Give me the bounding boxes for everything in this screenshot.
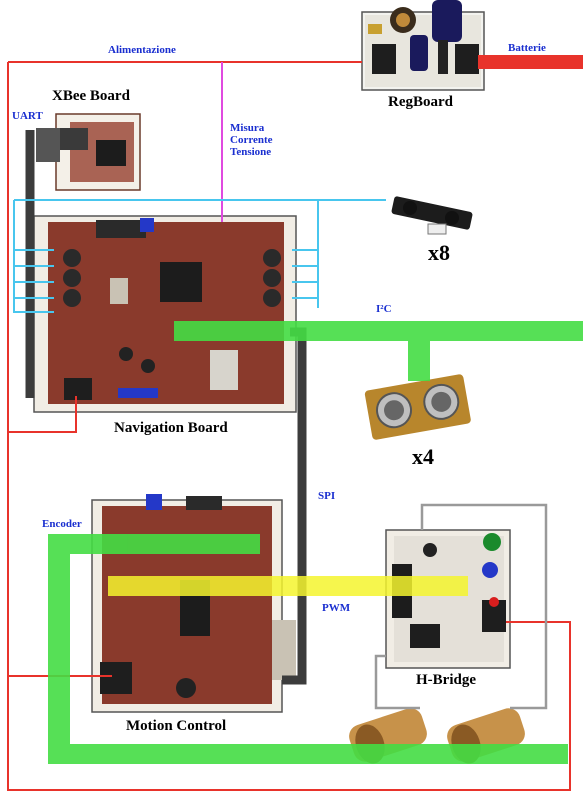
motor-wires — [374, 503, 548, 710]
ir-bus-wires — [13, 199, 386, 313]
ir-count-label: x8 — [428, 240, 450, 265]
xbee-board-label: XBee Board — [52, 88, 130, 104]
misura-label-3: Tensione — [230, 146, 272, 158]
pwm-label: PWM — [322, 602, 351, 614]
motion-control-image — [91, 494, 296, 713]
i2c-bus — [174, 321, 583, 381]
navigation-board-label: Navigation Board — [114, 420, 228, 436]
h-bridge-image — [385, 529, 511, 669]
ir-sensor-image — [391, 196, 473, 235]
uart-label: UART — [12, 110, 43, 122]
batterie-label: Batterie — [508, 42, 546, 54]
xbee-board-image — [36, 113, 141, 191]
power-wires — [7, 61, 571, 791]
navigation-board-image — [33, 215, 297, 413]
spi-label: SPI — [318, 490, 336, 502]
ultrasonic-sensor-image — [364, 374, 471, 440]
motion-control-label: Motion Control — [126, 718, 227, 734]
encoder-label: Encoder — [42, 518, 82, 530]
alimentazione-label: Alimentazione — [108, 44, 176, 56]
misura-label-2: Corrente — [230, 134, 273, 146]
encoder-bus — [48, 534, 568, 764]
misura-label-1: Misura — [230, 122, 265, 134]
ultrasonic-count-label: x4 — [412, 444, 434, 469]
h-bridge-label: H-Bridge — [416, 672, 476, 688]
batterie-cable — [478, 55, 583, 69]
pwm-bus — [108, 576, 468, 596]
i2c-label: I²C — [376, 303, 392, 315]
regboard-label: RegBoard — [388, 94, 453, 110]
regboard-image — [361, 0, 485, 91]
